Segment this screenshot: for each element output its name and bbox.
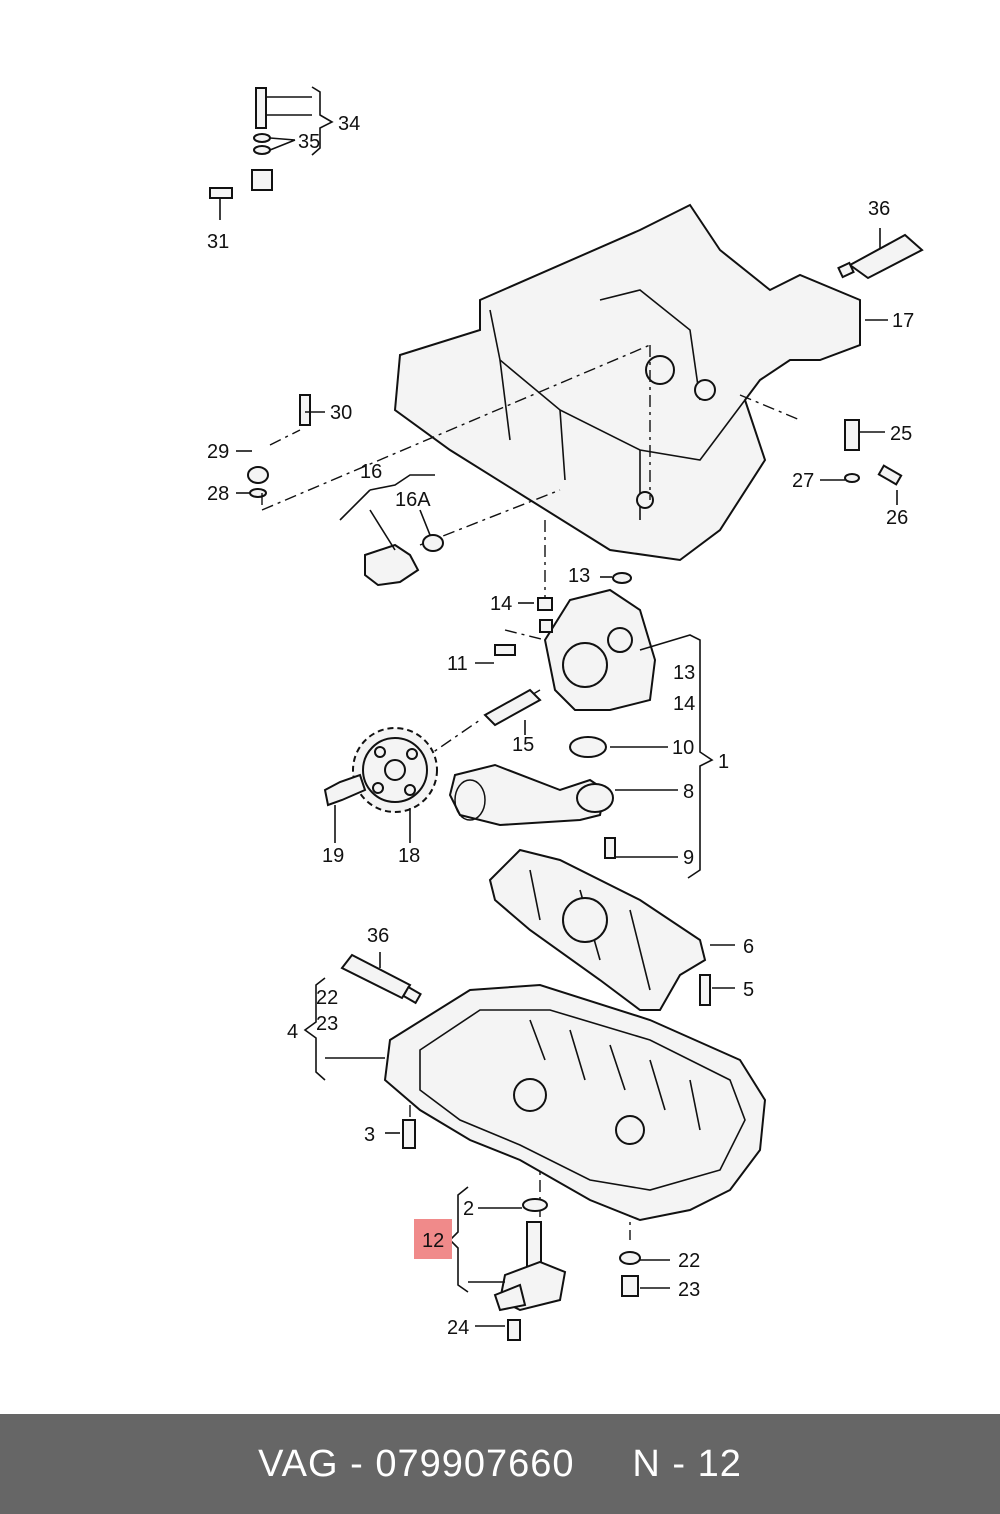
oil-pressure-switch-16 [364, 534, 444, 587]
label-22-group: 22 [316, 987, 338, 1009]
lower-oil-pan-4 [383, 983, 767, 1222]
seal-ring-28 [249, 488, 267, 498]
bolt-24 [507, 1319, 521, 1341]
sprocket-18 [352, 727, 438, 813]
label-11: 11 [447, 653, 468, 675]
label-28: 28 [207, 483, 229, 505]
label-6: 6 [743, 936, 754, 958]
brand-text: VAG [258, 1442, 339, 1485]
part-number-footer: VAG - 079907660 N - 12 [0, 1414, 1000, 1514]
oil-pump [483, 572, 657, 727]
label-29: 29 [207, 441, 229, 463]
label-4: 4 [287, 1021, 298, 1043]
separator: - [338, 1442, 376, 1485]
sleeve-14 [537, 597, 553, 611]
label-3: 3 [364, 1124, 375, 1146]
sealant-tube-36-upper [837, 233, 924, 280]
dipstick-bolt [255, 87, 267, 129]
oil-pickup-8 [448, 763, 616, 859]
label-31: 31 [207, 231, 229, 253]
highlight-box-12 [414, 1219, 452, 1259]
seal-2 [522, 1198, 548, 1212]
label-26: 26 [886, 507, 908, 529]
bolt-5 [699, 974, 711, 1006]
drive-shaft-15 [483, 688, 542, 727]
label-9: 9 [683, 847, 694, 869]
label-36-lower: 36 [367, 925, 389, 947]
page-reference: N - 12 [632, 1442, 742, 1485]
label-25: 25 [890, 423, 912, 445]
o-ring-13 [612, 572, 632, 584]
seal-22 [619, 1251, 641, 1265]
callout-labels: 34 35 31 30 29 28 16 16A 36 17 25 27 26 … [207, 113, 914, 1339]
label-15: 15 [512, 734, 534, 756]
label-10: 10 [672, 737, 694, 759]
label-23-group: 23 [316, 1013, 338, 1035]
label-17: 17 [892, 310, 914, 332]
label-14-sleeve: 14 [490, 593, 512, 615]
bolt-31 [209, 187, 233, 199]
label-36-upper: 36 [868, 198, 890, 220]
label-2: 2 [463, 1198, 474, 1220]
label-35: 35 [298, 131, 320, 153]
label-34: 34 [338, 113, 360, 135]
label-16a: 16A [395, 489, 431, 511]
label-1: 1 [718, 751, 729, 773]
bolt-11 [494, 644, 516, 656]
label-13-group: 13 [673, 662, 695, 684]
bolt-19 [323, 773, 367, 807]
label-30: 30 [330, 402, 352, 424]
oil-level-sensor-12 [493, 1198, 567, 1341]
label-5: 5 [743, 979, 754, 1001]
label-16: 16 [360, 461, 382, 483]
spacer [575, 1443, 633, 1486]
oil-pipe-25 [793, 419, 903, 486]
part-number: 079907660 [375, 1442, 575, 1485]
label-23: 23 [678, 1279, 700, 1301]
label-8: 8 [683, 781, 694, 803]
baffle-plate-6 [488, 848, 711, 1011]
label-12: 12 [422, 1230, 444, 1252]
upper-oil-pan [393, 203, 861, 562]
label-14-group: 14 [673, 693, 695, 715]
label-24: 24 [447, 1317, 469, 1339]
o-ring-16a [422, 534, 444, 552]
exploded-parts-diagram: 34 35 31 30 29 28 16 16A 36 17 25 27 26 … [207, 86, 924, 1341]
label-27: 27 [792, 470, 814, 492]
dipstick-tube [209, 87, 311, 498]
label-13-oring: 13 [568, 565, 590, 587]
o-ring-10 [569, 736, 607, 758]
bolt-30 [299, 394, 311, 426]
label-19: 19 [322, 845, 344, 867]
drain-plug-23 [621, 1275, 639, 1297]
bolt-26 [877, 464, 903, 486]
label-22: 22 [678, 1250, 700, 1272]
bolt-3 [402, 1119, 416, 1149]
seal-27 [844, 473, 860, 483]
sealant-tube-36-lower [340, 953, 422, 1005]
label-18: 18 [398, 845, 420, 867]
bolt-9 [604, 837, 616, 859]
